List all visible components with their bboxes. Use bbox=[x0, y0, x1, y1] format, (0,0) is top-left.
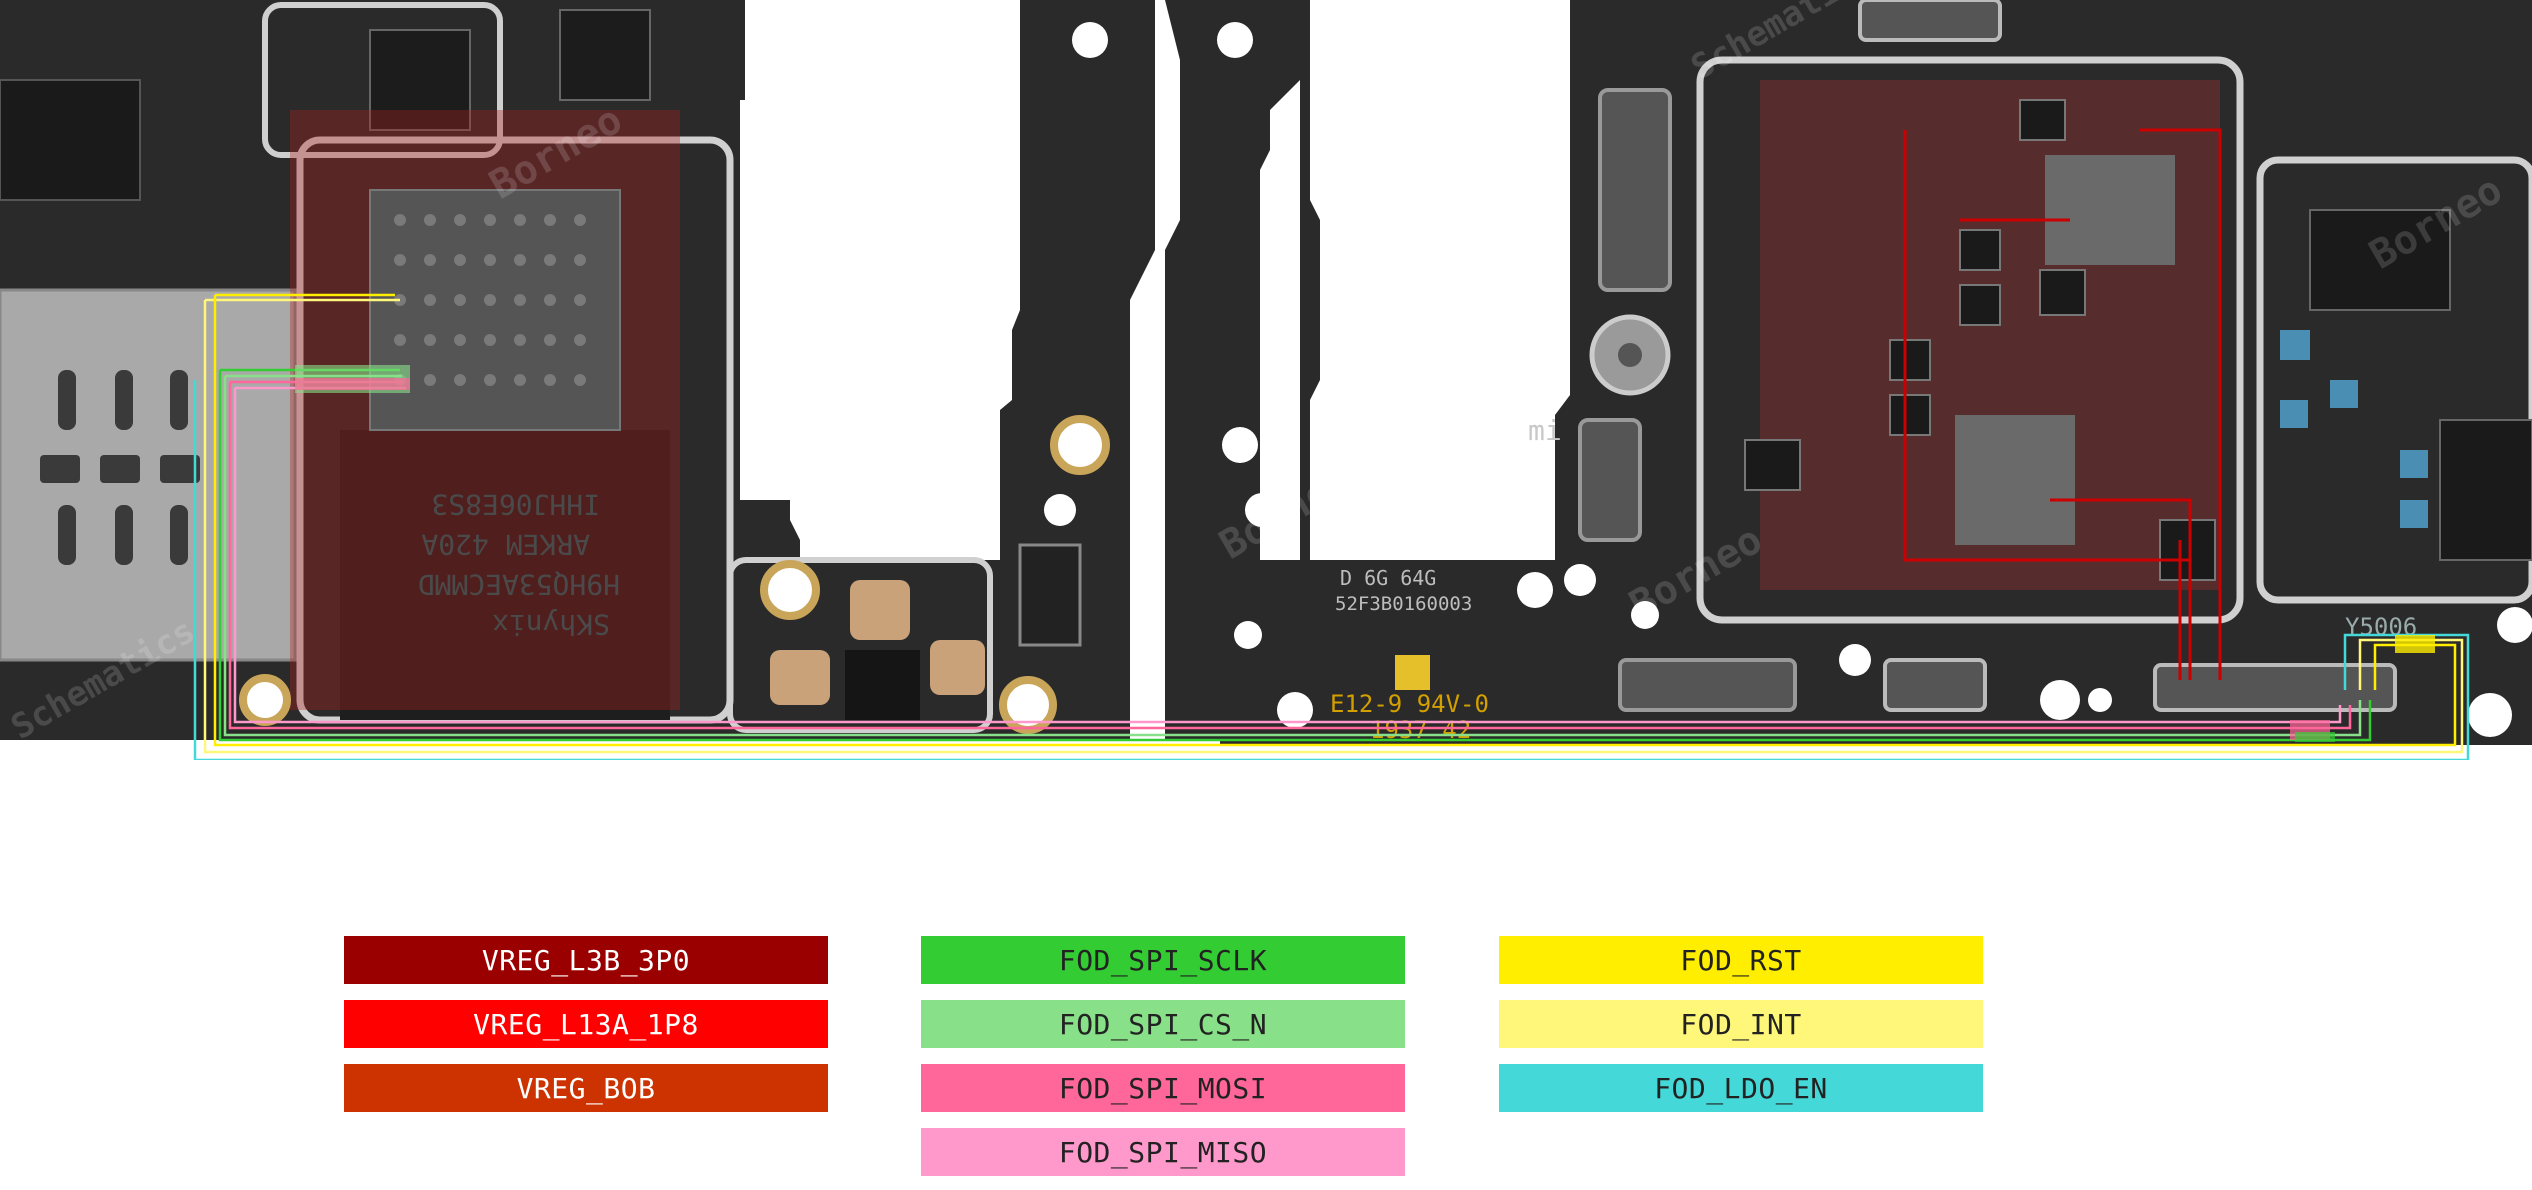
pcb-board-view: SKhynix H9HQ53AECMMD ARKEM 420A IHHJ06E8… bbox=[0, 0, 2532, 760]
connector-fpc-small bbox=[1578, 418, 1642, 542]
trace-fod-int bbox=[203, 298, 2464, 754]
shield-frame-right bbox=[2256, 156, 2532, 604]
silkscreen-serial: 52F3B0160003 bbox=[1335, 593, 1472, 615]
trace-fod-rst bbox=[213, 293, 2457, 747]
via-hole-9 bbox=[1564, 564, 1596, 596]
trace-endpoint-markers bbox=[295, 365, 2435, 742]
via-hole-5 bbox=[1245, 493, 1279, 527]
connector-fingerprint bbox=[1883, 658, 1987, 712]
shield-frame-small bbox=[727, 557, 993, 733]
chip-top bbox=[369, 29, 471, 131]
via-hole-2 bbox=[1217, 22, 1253, 58]
memory-marking-brand: SKhynix bbox=[492, 608, 610, 641]
mounting-hole-1 bbox=[239, 674, 291, 726]
legend-fod-int: FOD_INT bbox=[1499, 1000, 1983, 1048]
silkscreen-brand-logo: mi bbox=[1528, 414, 1562, 447]
connector-btb-horizontal bbox=[1618, 658, 1797, 712]
legend-fod-spi-miso: FOD_SPI_MISO bbox=[921, 1128, 1405, 1176]
trace-fod-ldo-en bbox=[193, 380, 2470, 760]
connector-vertical bbox=[1018, 543, 1082, 647]
mounting-hole-4 bbox=[1050, 415, 1110, 475]
legend-vreg-l3b-3p0: VREG_L3B_3P0 bbox=[344, 936, 828, 984]
pmic-components bbox=[1744, 99, 2216, 581]
connector-top-right bbox=[1858, 0, 2002, 42]
legend-fod-rst: FOD_RST bbox=[1499, 936, 1983, 984]
via-hole-11 bbox=[1839, 644, 1871, 676]
pcb-right-cutout bbox=[1310, 0, 1570, 560]
mounting-hole-2 bbox=[760, 560, 820, 620]
pcb-left-cutout bbox=[745, 0, 1020, 540]
via-hole-15 bbox=[2497, 607, 2532, 643]
memory-marking-code: IHHJ06E8S3 bbox=[431, 488, 600, 521]
silkscreen-ram-spec: D 6G 64G bbox=[1340, 566, 1436, 590]
screw-post-center bbox=[1618, 343, 1642, 367]
mounting-hole-3 bbox=[999, 676, 1057, 734]
legend-fod-spi-sclk: FOD_SPI_SCLK bbox=[921, 936, 1405, 984]
bga-chip-upper bbox=[369, 189, 621, 431]
connector-btb-vertical bbox=[1598, 88, 1672, 292]
legend-fod-spi-mosi: FOD_SPI_MOSI bbox=[921, 1064, 1405, 1112]
chip-top-2 bbox=[559, 9, 651, 101]
pad-square-3 bbox=[930, 640, 985, 695]
via-hole-13 bbox=[2088, 688, 2112, 712]
via-hole-7 bbox=[1234, 621, 1262, 649]
sim-contact-slots bbox=[40, 370, 200, 565]
via-hole-10 bbox=[1631, 601, 1659, 629]
chip-right-upper bbox=[2309, 209, 2451, 311]
via-hole-14 bbox=[2468, 693, 2512, 737]
pad-square-1 bbox=[850, 580, 910, 640]
pcb-center-strip-right bbox=[1165, 0, 1300, 740]
via-hole-12 bbox=[2040, 680, 2080, 720]
legend-vreg-l13a-1p8: VREG_L13A_1P8 bbox=[344, 1000, 828, 1048]
shield-frame-pmic bbox=[1696, 56, 2244, 624]
chip-right bbox=[2439, 419, 2532, 561]
bga-ball-pattern bbox=[394, 214, 586, 386]
emmc-memory-chip bbox=[340, 430, 670, 720]
chip-small-center bbox=[845, 650, 920, 720]
legend-fod-ldo-en: FOD_LDO_EN bbox=[1499, 1064, 1983, 1112]
pmic-traces-red bbox=[1903, 128, 2222, 680]
pad-square-2 bbox=[770, 650, 830, 705]
connector-fod-main bbox=[2153, 663, 2397, 712]
legend-vreg-bob: VREG_BOB bbox=[344, 1064, 828, 1112]
via-hole-4 bbox=[1222, 427, 1258, 463]
gold-test-pad bbox=[1395, 655, 1430, 690]
silkscreen-pcb-code: E12-9 94V-0 bbox=[1330, 690, 1489, 718]
via-hole-3 bbox=[1044, 494, 1076, 526]
via-hole-1 bbox=[1072, 22, 1108, 58]
memory-marking-part: H9HQ53AECMMD bbox=[418, 568, 620, 601]
legend-fod-spi-cs-n: FOD_SPI_CS_N bbox=[921, 1000, 1405, 1048]
via-hole-6 bbox=[1277, 692, 1313, 728]
pmic-bga-lower bbox=[1955, 415, 2075, 545]
memory-marking-lot: ARKEM 420A bbox=[421, 528, 590, 561]
chip-top-left bbox=[0, 79, 141, 201]
via-hole-8 bbox=[1517, 572, 1553, 608]
blue-capacitors bbox=[2280, 330, 2428, 528]
pmic-bga-upper bbox=[2045, 155, 2175, 265]
memory-chip-markings: SKhynix H9HQ53AECMMD ARKEM 420A IHHJ06E8… bbox=[418, 488, 620, 641]
shield-frame-left bbox=[262, 2, 503, 158]
